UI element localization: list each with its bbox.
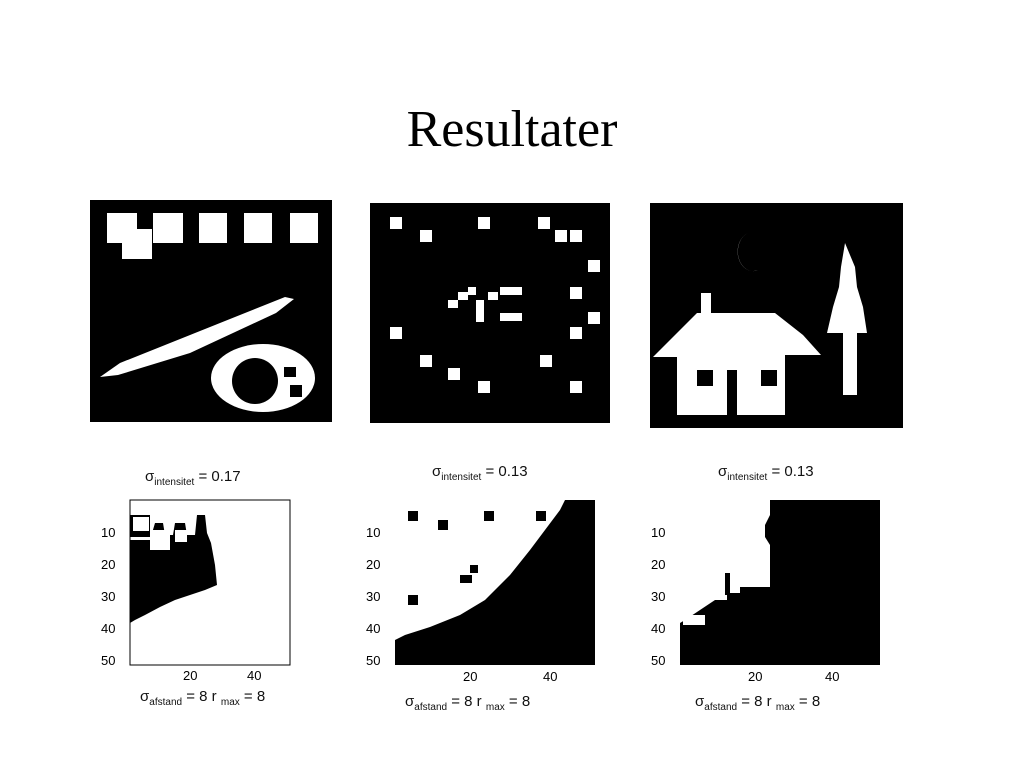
- y-tick-label: 30: [101, 589, 115, 604]
- caption-intensity-2: σintensitet = 0.13: [432, 463, 528, 483]
- sigma-symbol: σ: [695, 693, 705, 710]
- x-tick-label: 20: [748, 669, 762, 684]
- result-plot-3: 10 20 30 40 50 20 40: [651, 500, 880, 684]
- sigma-symbol: σ: [718, 463, 728, 480]
- sigma-symbol: σ: [145, 468, 155, 485]
- y-tick-label: 10: [651, 525, 665, 540]
- caption-text: = 8 r: [447, 693, 486, 710]
- caption-intensity-3: σintensitet = 0.13: [718, 463, 814, 483]
- caption-value: = 0.13: [481, 463, 528, 480]
- y-tick-label: 30: [651, 589, 665, 604]
- y-tick-label: 50: [101, 653, 115, 668]
- caption-subscript: afstand: [704, 702, 738, 713]
- caption-value: = 8: [504, 693, 531, 710]
- y-tick-label: 20: [101, 557, 115, 572]
- caption-subscript: intensitet: [154, 477, 195, 488]
- caption-value: = 8: [794, 693, 821, 710]
- x-tick-label: 40: [247, 668, 261, 683]
- y-tick-label: 40: [651, 621, 665, 636]
- sigma-symbol: σ: [405, 693, 415, 710]
- sigma-symbol: σ: [432, 463, 442, 480]
- caption-distance-3: σafstand = 8 r max = 8: [695, 693, 820, 713]
- y-tick-label: 40: [366, 621, 380, 636]
- result-plot-2: 10 20 30 40 50 20 40: [366, 500, 595, 684]
- y-tick-label: 50: [651, 653, 665, 668]
- caption-subscript: max: [775, 702, 795, 713]
- source-image-dots: [370, 203, 610, 423]
- x-tick-label: 40: [825, 669, 839, 684]
- y-tick-label: 10: [366, 525, 380, 540]
- x-tick-label: 40: [543, 669, 557, 684]
- caption-text: = 8 r: [737, 693, 776, 710]
- y-tick-label: 30: [366, 589, 380, 604]
- caption-subscript: intensitet: [727, 472, 768, 483]
- source-image-shapes: [90, 200, 332, 422]
- source-image-house: [650, 203, 903, 428]
- caption-distance-1: σafstand = 8 r max = 8: [140, 688, 265, 708]
- slide-title: Resultater: [406, 101, 618, 158]
- caption-value: = 0.17: [194, 468, 241, 485]
- sigma-symbol: σ: [140, 688, 150, 705]
- x-tick-label: 20: [183, 668, 197, 683]
- caption-subscript: max: [220, 697, 240, 708]
- caption-subscript: max: [485, 702, 505, 713]
- caption-text: = 8 r: [182, 688, 221, 705]
- result-plot-1: 10 20 30 40 50 20 40: [101, 499, 291, 683]
- caption-subscript: intensitet: [441, 472, 482, 483]
- caption-value: = 0.13: [767, 463, 814, 480]
- y-tick-label: 20: [651, 557, 665, 572]
- y-tick-label: 10: [101, 525, 115, 540]
- y-tick-label: 20: [366, 557, 380, 572]
- x-tick-label: 20: [463, 669, 477, 684]
- y-tick-label: 50: [366, 653, 380, 668]
- caption-subscript: afstand: [414, 702, 448, 713]
- caption-value: = 8: [239, 688, 266, 705]
- caption-intensity-1: σintensitet = 0.17: [145, 468, 241, 488]
- caption-distance-2: σafstand = 8 r max = 8: [405, 693, 530, 713]
- caption-subscript: afstand: [149, 697, 183, 708]
- y-tick-label: 40: [101, 621, 115, 636]
